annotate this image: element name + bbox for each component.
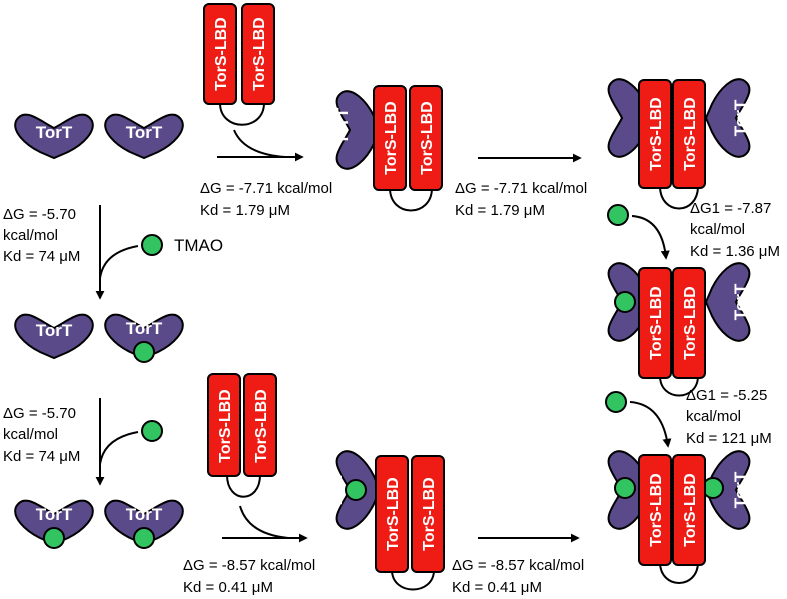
- tmao-ligand: [133, 527, 155, 549]
- complex-tort-lbd: TorT TorS-LBD TorS-LBD: [333, 85, 443, 212]
- units: kcal/mol: [686, 408, 741, 425]
- energetics-e2: ΔG = -5.70 kcal/mol Kd = 74 μM: [3, 405, 80, 465]
- tort-label: TorT: [36, 505, 73, 524]
- kd: Kd = 74 μM: [3, 248, 80, 265]
- lbd-label: TorS-LBD: [383, 101, 400, 174]
- kd: Kd = 1.79 μM: [200, 202, 290, 219]
- units: kcal/mol: [3, 426, 58, 443]
- kd: Kd = 0.41 μM: [452, 579, 542, 596]
- lbd-label: TorS-LBD: [648, 97, 665, 170]
- complex-2tort-lbd-one-bound: TorT TorT TorS-LBD TorS-LBD: [589, 262, 751, 397]
- tort-label: TorT: [589, 471, 608, 508]
- tort-label: TorT: [731, 471, 750, 508]
- tort-label: TorT: [589, 283, 608, 320]
- reaction-arrow: [99, 431, 139, 465]
- tort-label: TorT: [333, 107, 352, 144]
- energetics-e7: ΔG = -8.57 kcal/mol Kd = 0.41 μM: [183, 557, 315, 596]
- lbd-label: TorS-LBD: [253, 389, 270, 462]
- lbd-label: TorS-LBD: [682, 97, 699, 170]
- tort-bound-a: TorT: [104, 313, 184, 363]
- tort-label: TorT: [731, 99, 750, 136]
- tort-label: TorT: [126, 505, 163, 524]
- tort-apo-b: TorT: [104, 113, 184, 160]
- energetics-e4: ΔG = -7.71 kcal/mol Kd = 1.79 μM: [455, 180, 587, 219]
- lbd-dimer-free-bottom: TorS-LBD TorS-LBD: [207, 373, 277, 498]
- tort-label: TorT: [36, 321, 73, 340]
- tmao-ligand: [141, 234, 163, 256]
- delta-g: ΔG = -7.71 kcal/mol: [455, 180, 587, 197]
- tort-label: TorT: [126, 319, 163, 338]
- reaction-arrow: [99, 245, 139, 279]
- lbd-label: TorS-LBD: [213, 17, 230, 90]
- kd: Kd = 74 μM: [3, 448, 80, 465]
- energetics-e5: ΔG1 = -7.87 kcal/mol Kd = 1.36 μM: [690, 200, 780, 260]
- tort-apo-c: TorT: [14, 313, 94, 360]
- lbd-label: TorS-LBD: [682, 473, 699, 546]
- energetics-e1: ΔG = -5.70 kcal/mol Kd = 74 μM: [3, 206, 80, 265]
- delta-g: ΔG = -5.70: [3, 405, 76, 422]
- kd: Kd = 121 μM: [686, 430, 772, 447]
- energetics-e8: ΔG = -8.57 kcal/mol Kd = 0.41 μM: [452, 557, 584, 596]
- complex-bound-tort-lbd: TorT TorS-LBD TorS-LBD: [327, 450, 445, 591]
- delta-g: ΔG = -8.57 kcal/mol: [452, 557, 584, 574]
- kd: Kd = 1.36 μM: [690, 243, 780, 260]
- lbd-label: TorS-LBD: [419, 101, 436, 174]
- reaction-arrow: [629, 401, 672, 448]
- reaction-arrow: [233, 129, 286, 158]
- tmao-ligand: [43, 527, 65, 549]
- energetics-e3: ΔG = -7.71 kcal/mol Kd = 1.79 μM: [200, 180, 332, 219]
- lbd-label: TorS-LBD: [682, 286, 699, 359]
- tort-bound-b: TorT: [14, 499, 94, 549]
- units: kcal/mol: [690, 221, 745, 238]
- kd: Kd = 1.79 μM: [455, 202, 545, 219]
- reaction-arrow: [239, 505, 289, 539]
- kd: Kd = 0.41 μM: [183, 579, 273, 596]
- tort-label: TorT: [327, 471, 346, 508]
- delta-g: ΔG = -5.70: [3, 206, 76, 223]
- tort-label: TorT: [36, 123, 73, 142]
- complex-2tort-lbd-both-bound: TorT TorT TorS-LBD TorS-LBD: [589, 450, 751, 584]
- lbd-dimer-free-top: TorS-LBD TorS-LBD: [203, 3, 275, 126]
- delta-g: ΔG1 = -5.25: [686, 387, 767, 404]
- tort-label: TorT: [731, 283, 750, 320]
- lbd-label: TorS-LBD: [648, 286, 665, 359]
- reaction-arrow: [631, 215, 670, 260]
- lbd-label: TorS-LBD: [217, 389, 234, 462]
- tmao-ligand: [345, 479, 367, 501]
- tort-label: TorT: [597, 99, 616, 136]
- energetics-e6: ΔG1 = -5.25 kcal/mol Kd = 121 μM: [686, 387, 772, 447]
- tmao-ligand: [607, 204, 629, 226]
- tmao-ligand: [614, 477, 636, 499]
- tmao-ligand: [141, 420, 163, 442]
- tort-bound-c: TorT: [104, 499, 184, 549]
- lbd-label: TorS-LBD: [421, 477, 438, 550]
- tmao-ligand: [133, 341, 155, 363]
- tmao-label: TMAO: [174, 236, 223, 255]
- units: kcal/mol: [3, 227, 58, 244]
- complex-2tort-lbd-apo: TorT TorT TorS-LBD TorS-LBD: [597, 78, 751, 210]
- tort-apo-a: TorT: [14, 113, 94, 160]
- lbd-label: TorS-LBD: [385, 477, 402, 550]
- tmao-ligand: [614, 291, 636, 313]
- delta-g: ΔG = -8.57 kcal/mol: [183, 557, 315, 574]
- tmao-ligand: [605, 391, 627, 413]
- lbd-label: TorS-LBD: [648, 473, 665, 546]
- delta-g: ΔG1 = -7.87: [690, 200, 771, 217]
- delta-g: ΔG = -7.71 kcal/mol: [200, 180, 332, 197]
- tort-label: TorT: [126, 123, 163, 142]
- lbd-label: TorS-LBD: [251, 17, 268, 90]
